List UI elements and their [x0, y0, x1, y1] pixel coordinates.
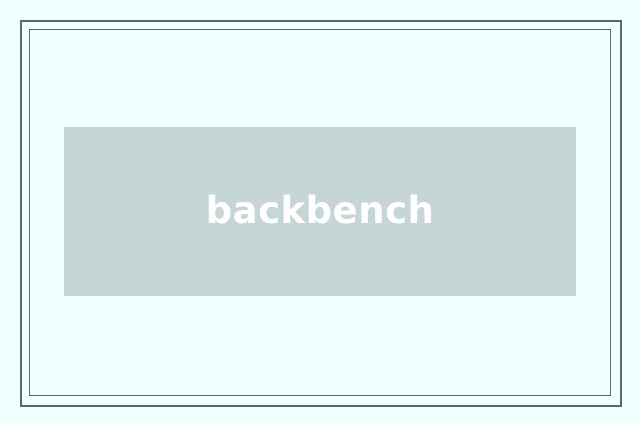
inner-frame-border: [29, 29, 611, 396]
outer-frame-border: [20, 20, 622, 407]
placeholder-label: backbench: [205, 189, 435, 232]
image-placeholder: backbench: [64, 127, 576, 296]
